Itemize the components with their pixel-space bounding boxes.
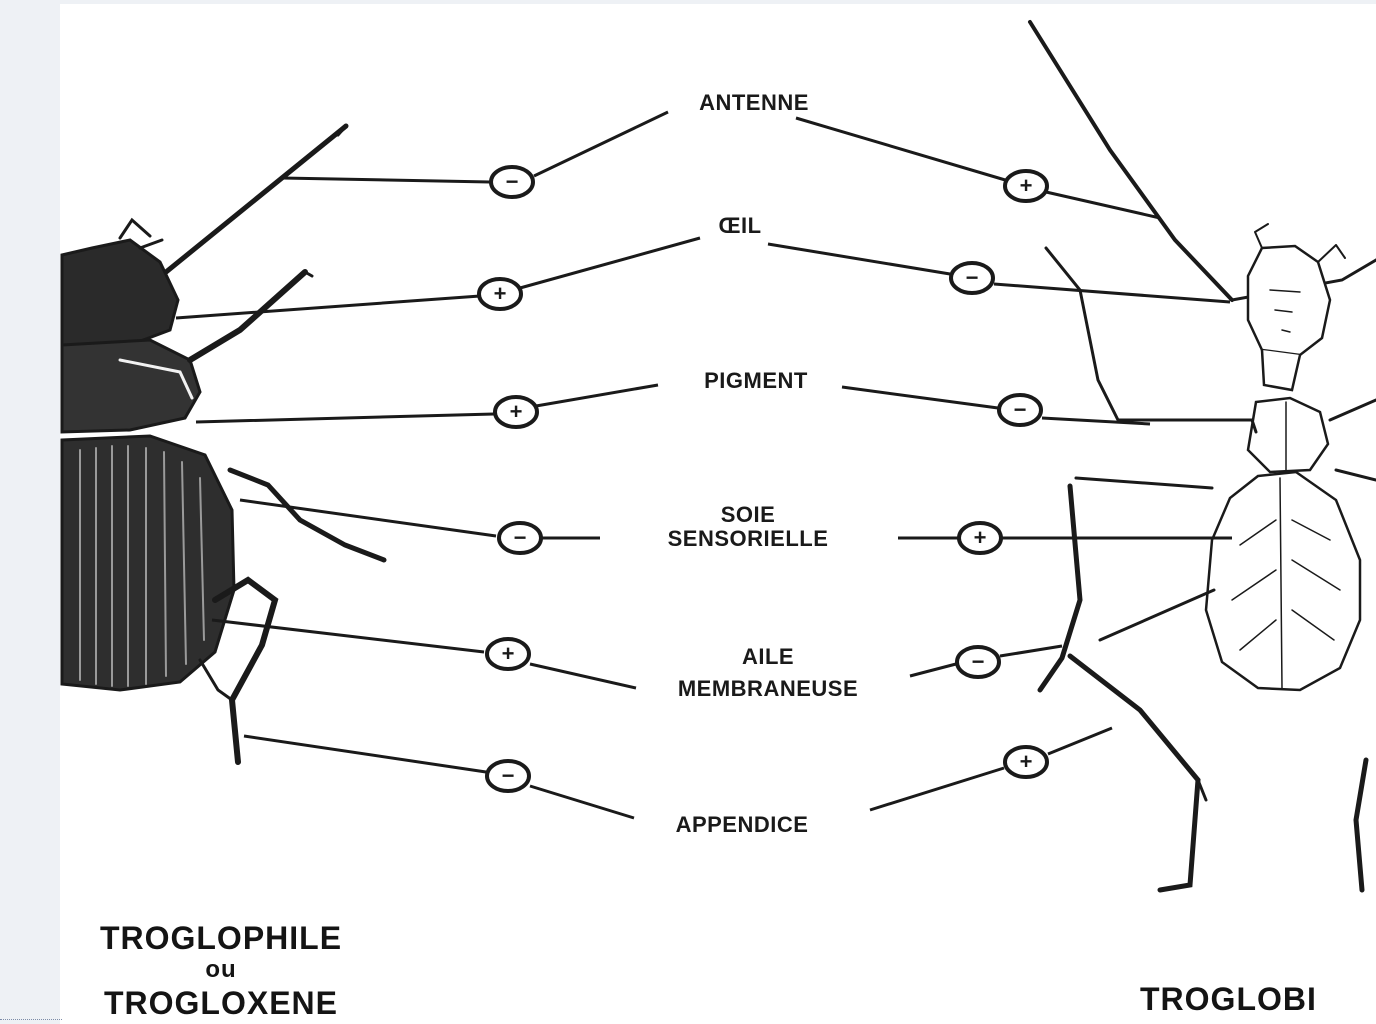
sign-oeil-left-symbol: + [494, 281, 507, 306]
sign-oeil-right-symbol: − [966, 265, 979, 290]
connector-antenne-right [796, 118, 1160, 218]
label-pigment-line-1: PIGMENT [704, 368, 808, 393]
connector-oeil-left [176, 238, 700, 318]
connector-appendice-right [870, 728, 1112, 810]
sign-pigment-right: − [999, 395, 1041, 425]
sign-pigment-right-symbol: − [1014, 397, 1027, 422]
sign-aile-right: − [957, 647, 999, 677]
sign-pigment-left-symbol: + [510, 399, 523, 424]
troglobite-caption-title: TROGLOBI [1140, 980, 1376, 1018]
connector-pigment-left [196, 385, 658, 422]
sign-appendice-left: − [487, 761, 529, 791]
troglophile-caption: TROGLOPHILE ou TROGLOXENE [60, 920, 382, 1022]
sign-appendice-left-symbol: − [502, 763, 515, 788]
label-antenne-line-1: ANTENNE [699, 90, 809, 115]
connector-soie-left [240, 500, 600, 538]
trait-connectors [176, 112, 1232, 818]
sign-soie-right: + [959, 523, 1001, 553]
trogloxene-caption-title: TROGLOXENE [60, 984, 382, 1022]
sign-pigment-left: + [495, 397, 537, 427]
sign-aile-right-symbol: − [972, 649, 985, 674]
sign-antenne-right-symbol: + [1020, 173, 1033, 198]
sign-aile-left: + [487, 639, 529, 669]
label-appendice-line-1: APPENDICE [676, 812, 809, 837]
sign-soie-right-symbol: + [974, 525, 987, 550]
label-aile-line-1: AILE [742, 644, 794, 669]
sign-aile-left-symbol: + [502, 641, 515, 666]
sign-antenne-left-symbol: − [506, 169, 519, 194]
troglophile-caption-title: TROGLOPHILE [60, 920, 382, 956]
connector-appendice-left [244, 736, 634, 818]
troglobite-caption: TROGLOBI [1140, 980, 1376, 1018]
sign-oeil-left: + [479, 279, 521, 309]
label-oeil-line-1: ŒIL [718, 213, 761, 238]
sign-appendice-right: + [1005, 747, 1047, 777]
sign-soie-left-symbol: − [514, 525, 527, 550]
troglophile-caption-conjunction: ou [60, 956, 382, 984]
sign-antenne-right: + [1005, 171, 1047, 201]
troglophile-beetle-illustration [62, 126, 384, 762]
label-soie-line-1: SOIE [721, 502, 776, 527]
sign-oeil-right: − [951, 263, 993, 293]
troglobite-beetle-illustration [1030, 22, 1376, 890]
connector-antenne-left [282, 112, 668, 182]
sign-soie-left: − [499, 523, 541, 553]
connector-oeil-right [768, 244, 1230, 302]
connector-aile-left [212, 620, 636, 688]
sign-antenne-left: − [491, 167, 533, 197]
sign-appendice-right-symbol: + [1020, 749, 1033, 774]
label-soie-line-2: SENSORIELLE [668, 526, 829, 551]
label-aile-line-2: MEMBRANEUSE [678, 676, 858, 701]
